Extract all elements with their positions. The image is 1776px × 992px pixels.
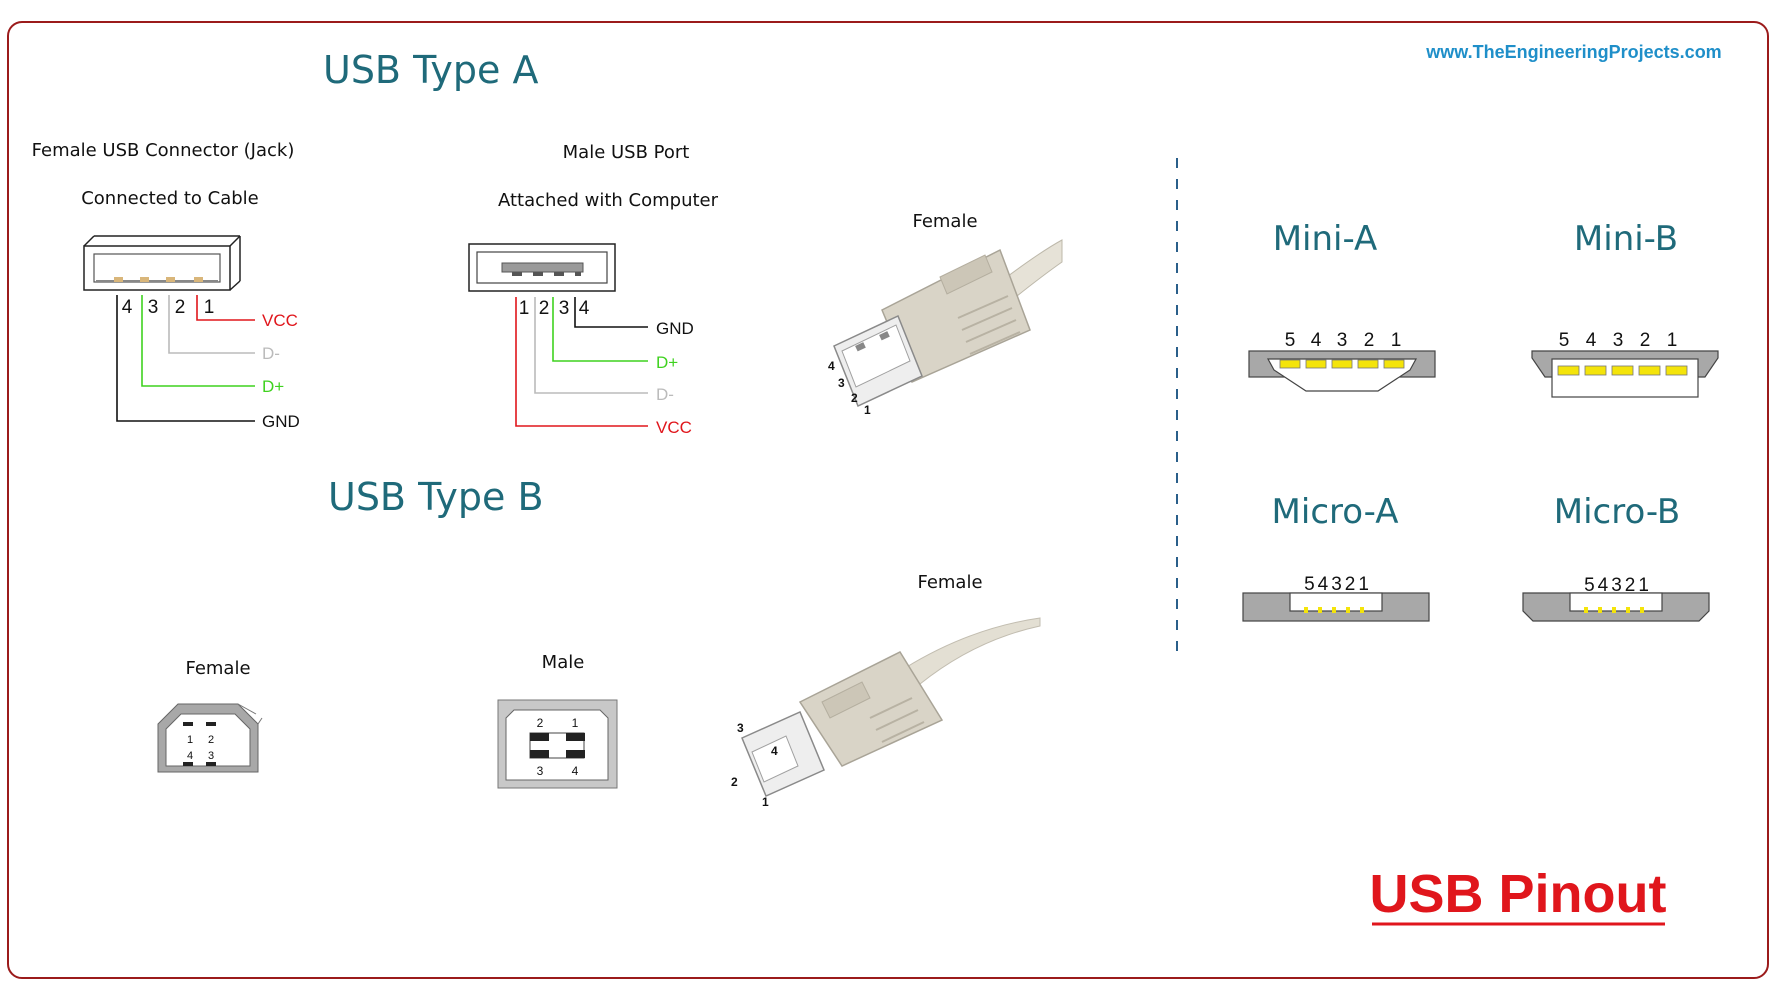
type-a-photo-label: Female bbox=[912, 211, 977, 232]
type-b-female-connector bbox=[157, 703, 263, 773]
signal-dminus: D- bbox=[262, 344, 280, 363]
type-b-female-pin-numbers: 1 2 4 3 bbox=[187, 734, 214, 762]
pin-number: 4 bbox=[1586, 330, 1597, 351]
pin-number: 1 bbox=[519, 298, 530, 319]
pin-number: 1 bbox=[1667, 330, 1678, 351]
type-b-male-pin-numbers: 2 1 3 4 bbox=[537, 716, 579, 778]
pin-number: 1 bbox=[572, 716, 579, 730]
pin-number: 4 bbox=[828, 359, 835, 373]
type-a-male-port bbox=[468, 243, 616, 292]
pin-number: 1 bbox=[1391, 330, 1402, 351]
micro-b-pin-numbers: 54321 bbox=[1584, 575, 1652, 596]
micro-b-connector bbox=[1522, 592, 1710, 622]
type-a-female-wires bbox=[116, 295, 255, 422]
pin-number: 5 bbox=[1285, 330, 1296, 351]
mini-a-label: Mini-A bbox=[1273, 219, 1378, 259]
type-b-photo-pin-numbers: 3 4 2 1 bbox=[731, 721, 778, 809]
signal-vcc: VCC bbox=[262, 311, 298, 330]
pin-number: 3 bbox=[838, 376, 845, 390]
type-a-male-title: Male USB Port bbox=[563, 142, 690, 163]
pin-number: 4 bbox=[122, 297, 133, 318]
micro-a-connector bbox=[1242, 592, 1430, 622]
type-a-female-jack bbox=[83, 235, 241, 291]
type-b-plug-illustration bbox=[741, 617, 1041, 798]
mini-a-connector bbox=[1248, 350, 1436, 392]
pin-number: 2 bbox=[175, 297, 186, 318]
pin-number: 1 bbox=[204, 297, 215, 318]
pin-number: 3 bbox=[148, 297, 159, 318]
mini-b-pin-numbers: 5 4 3 2 1 bbox=[1559, 330, 1678, 351]
pin-number: 2 bbox=[851, 391, 858, 405]
pin-number: 3 bbox=[559, 298, 570, 319]
pin-number: 2 bbox=[539, 298, 550, 319]
page-border bbox=[7, 21, 1769, 979]
type-b-heading: USB Type B bbox=[328, 475, 544, 519]
pin-number: 4 bbox=[579, 298, 590, 319]
pin-number: 4 bbox=[187, 750, 193, 762]
type-a-photo-pin-numbers: 4 3 2 1 bbox=[828, 359, 871, 417]
micro-a-label: Micro-A bbox=[1272, 492, 1399, 532]
micro-b-label: Micro-B bbox=[1554, 492, 1681, 532]
type-a-female-title: Female USB Connector (Jack) bbox=[32, 140, 295, 161]
pin-number: 5 bbox=[1559, 330, 1570, 351]
signal-gnd: GND bbox=[656, 319, 694, 338]
pin-number: 2 bbox=[1640, 330, 1651, 351]
signal-vcc: VCC bbox=[656, 418, 692, 437]
pin-number: 2 bbox=[537, 716, 544, 730]
pin-number: 4 bbox=[771, 744, 778, 758]
signal-dplus: D+ bbox=[262, 377, 284, 396]
type-a-plug-illustration bbox=[833, 239, 1063, 408]
pin-number: 2 bbox=[1364, 330, 1375, 351]
type-a-female-pin-numbers: 4 3 2 1 bbox=[122, 297, 215, 318]
pin-number: 3 bbox=[537, 764, 544, 778]
pin-number: 3 bbox=[737, 721, 744, 735]
type-b-male-label: Male bbox=[542, 652, 585, 673]
signal-dplus: D+ bbox=[656, 353, 678, 372]
mini-b-connector bbox=[1531, 350, 1719, 398]
type-a-heading: USB Type A bbox=[323, 48, 538, 92]
pin-number: 3 bbox=[1337, 330, 1348, 351]
pin-number: 2 bbox=[208, 734, 214, 746]
type-a-female-subtitle: Connected to Cable bbox=[81, 188, 259, 209]
type-a-male-wires bbox=[515, 297, 648, 427]
pin-number: 3 bbox=[1613, 330, 1624, 351]
type-b-female-label: Female bbox=[185, 658, 250, 679]
pin-number: 4 bbox=[1311, 330, 1322, 351]
pin-number: 1 bbox=[187, 734, 193, 746]
type-a-male-subtitle: Attached with Computer bbox=[498, 190, 719, 211]
mini-a-pin-numbers: 5 4 3 2 1 bbox=[1285, 330, 1402, 351]
signal-dminus: D- bbox=[656, 385, 674, 404]
pin-number: 1 bbox=[762, 795, 769, 809]
pin-number: 4 bbox=[572, 764, 579, 778]
micro-a-pin-numbers: 54321 bbox=[1304, 574, 1372, 595]
type-a-male-pin-numbers: 1 2 3 4 bbox=[519, 298, 590, 319]
type-b-photo-label: Female bbox=[917, 572, 982, 593]
signal-gnd: GND bbox=[262, 412, 300, 431]
watermark: www.TheEngineeringProjects.com bbox=[1425, 42, 1721, 62]
pin-number: 1 bbox=[864, 403, 871, 417]
pin-number: 3 bbox=[208, 750, 214, 762]
pin-number: 2 bbox=[731, 775, 738, 789]
mini-b-label: Mini-B bbox=[1574, 219, 1678, 259]
type-b-male-connector bbox=[497, 699, 618, 789]
main-title: USB Pinout bbox=[1370, 864, 1667, 924]
